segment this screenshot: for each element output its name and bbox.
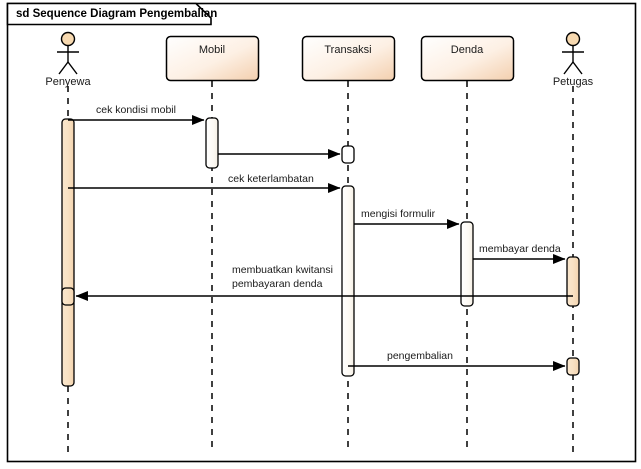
- activation-transaksi-main[interactable]: [341, 185, 355, 377]
- activation-penyewa-main[interactable]: [61, 118, 75, 387]
- message-label-membayar-denda: membayar denda: [479, 243, 561, 255]
- lifeline-label-transaksi: Transaksi: [324, 44, 371, 56]
- actor-head-icon: [60, 31, 76, 47]
- frame-title-label: sd Sequence Diagram Pengembalian: [16, 8, 217, 20]
- lifeline-head-denda[interactable]: Denda: [420, 35, 515, 82]
- frame-title-tab: [6, 2, 212, 26]
- message-label-membuatkan-kwitansi-line2: pembayaran denda: [232, 278, 323, 290]
- lifeline-label-penyewa: Penyewa: [45, 76, 91, 88]
- actor-leg-left-icon: [58, 61, 69, 75]
- activation-bars: [61, 117, 580, 387]
- message-labels: cek kondisi mobil cek keterlambatan meng…: [96, 104, 561, 362]
- lifeline-head-petugas[interactable]: Petugas: [553, 31, 594, 89]
- messages: [68, 114, 573, 372]
- activation-penyewa-receive[interactable]: [61, 287, 75, 306]
- message-label-cek-keterlambatan: cek keterlambatan: [228, 173, 314, 185]
- actor-leg-left-icon: [563, 61, 574, 75]
- message-label-cek-kondisi-mobil: cek kondisi mobil: [96, 104, 176, 116]
- lifeline-head-transaksi[interactable]: Transaksi: [301, 35, 396, 82]
- message-label-pengembalian: pengembalian: [387, 350, 453, 362]
- activation-transaksi-receive[interactable]: [341, 145, 355, 164]
- activation-petugas-main[interactable]: [566, 256, 580, 307]
- activation-mobil-main[interactable]: [205, 117, 219, 169]
- lifeline-label-denda: Denda: [451, 44, 484, 56]
- actor-head-icon: [565, 31, 581, 47]
- lifeline-label-petugas: Petugas: [553, 76, 594, 88]
- message-label-membuatkan-kwitansi-line1: membuatkan kwitansi: [232, 264, 333, 276]
- lifeline-head-mobil[interactable]: Mobil: [165, 35, 260, 82]
- activation-petugas-receive[interactable]: [566, 357, 580, 376]
- message-label-mengisi-formulir: mengisi formulir: [361, 208, 436, 220]
- lifeline-label-mobil: Mobil: [199, 44, 225, 56]
- activation-denda-main[interactable]: [460, 221, 474, 307]
- actor-leg-right-icon: [67, 61, 78, 75]
- lifeline-head-penyewa[interactable]: Penyewa: [45, 31, 92, 89]
- actor-leg-right-icon: [572, 61, 583, 75]
